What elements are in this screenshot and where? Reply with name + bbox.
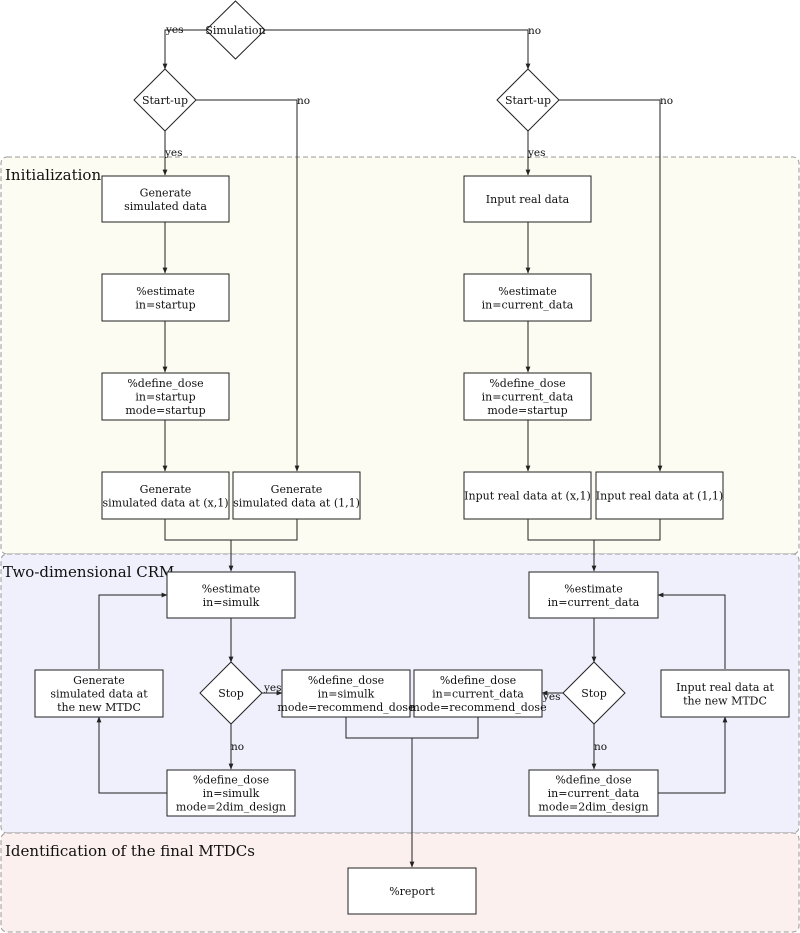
label-startup-right-no: no (660, 95, 673, 107)
initialization-region (0, 156, 800, 555)
edge-generate-to-estimate-simulk (98, 592, 168, 669)
startup-left-decision: Start-up (133, 68, 197, 132)
edge-simulation-yes (162, 29, 206, 70)
label-startup-left-no: no (297, 95, 310, 107)
label-stop-left-no: no (231, 741, 244, 753)
startup-right-decision: Start-up (496, 68, 560, 132)
stop-left-decision-text: Stop (218, 687, 244, 700)
report-text: %report (389, 885, 435, 898)
stop-right-decision-text: Stop (581, 687, 607, 700)
edge-input-to-estimate-current (657, 592, 726, 669)
simulation-decision: Simulation (205, 0, 266, 60)
label-stop-left-yes: yes (263, 682, 282, 694)
edge-design-current-to-input (658, 716, 728, 794)
edge-startup-right-no (559, 99, 663, 472)
input-real-data-node: Input real data (463, 175, 592, 223)
label-simulation-no: no (528, 25, 541, 37)
label-stop-right-yes: yes (542, 691, 561, 703)
label-startup-right-yes: yes (527, 147, 546, 159)
edge-design-simulk-to-generate (96, 716, 167, 794)
label-stop-right-no: no (594, 741, 607, 753)
label-simulation-yes: yes (165, 24, 184, 36)
edge-startup-left-no (196, 99, 300, 472)
simulation-decision-text: Simulation (205, 24, 265, 37)
identification-title: Identification of the final MTDCs (5, 842, 255, 860)
input-11-node: Input real data at (1,1) (595, 471, 724, 520)
input-x1-text: Input real data at (x,1) (464, 490, 591, 503)
startup-left-decision-text: Start-up (142, 94, 188, 107)
label-startup-left-yes: yes (164, 147, 183, 159)
startup-right-decision-text: Start-up (505, 94, 551, 107)
input-x1-node: Input real data at (x,1) (463, 471, 592, 520)
crm-title: Two-dimensional CRM (3, 563, 174, 581)
stop-right-decision: Stop (562, 661, 626, 725)
edge-simulation-no (265, 29, 531, 70)
input-real-data-text: Input real data (486, 193, 570, 206)
stop-left-decision: Stop (199, 661, 263, 725)
input-11-text: Input real data at (1,1) (596, 490, 723, 503)
initialization-title: Initialization (5, 166, 101, 184)
report-node: %report (347, 867, 477, 915)
